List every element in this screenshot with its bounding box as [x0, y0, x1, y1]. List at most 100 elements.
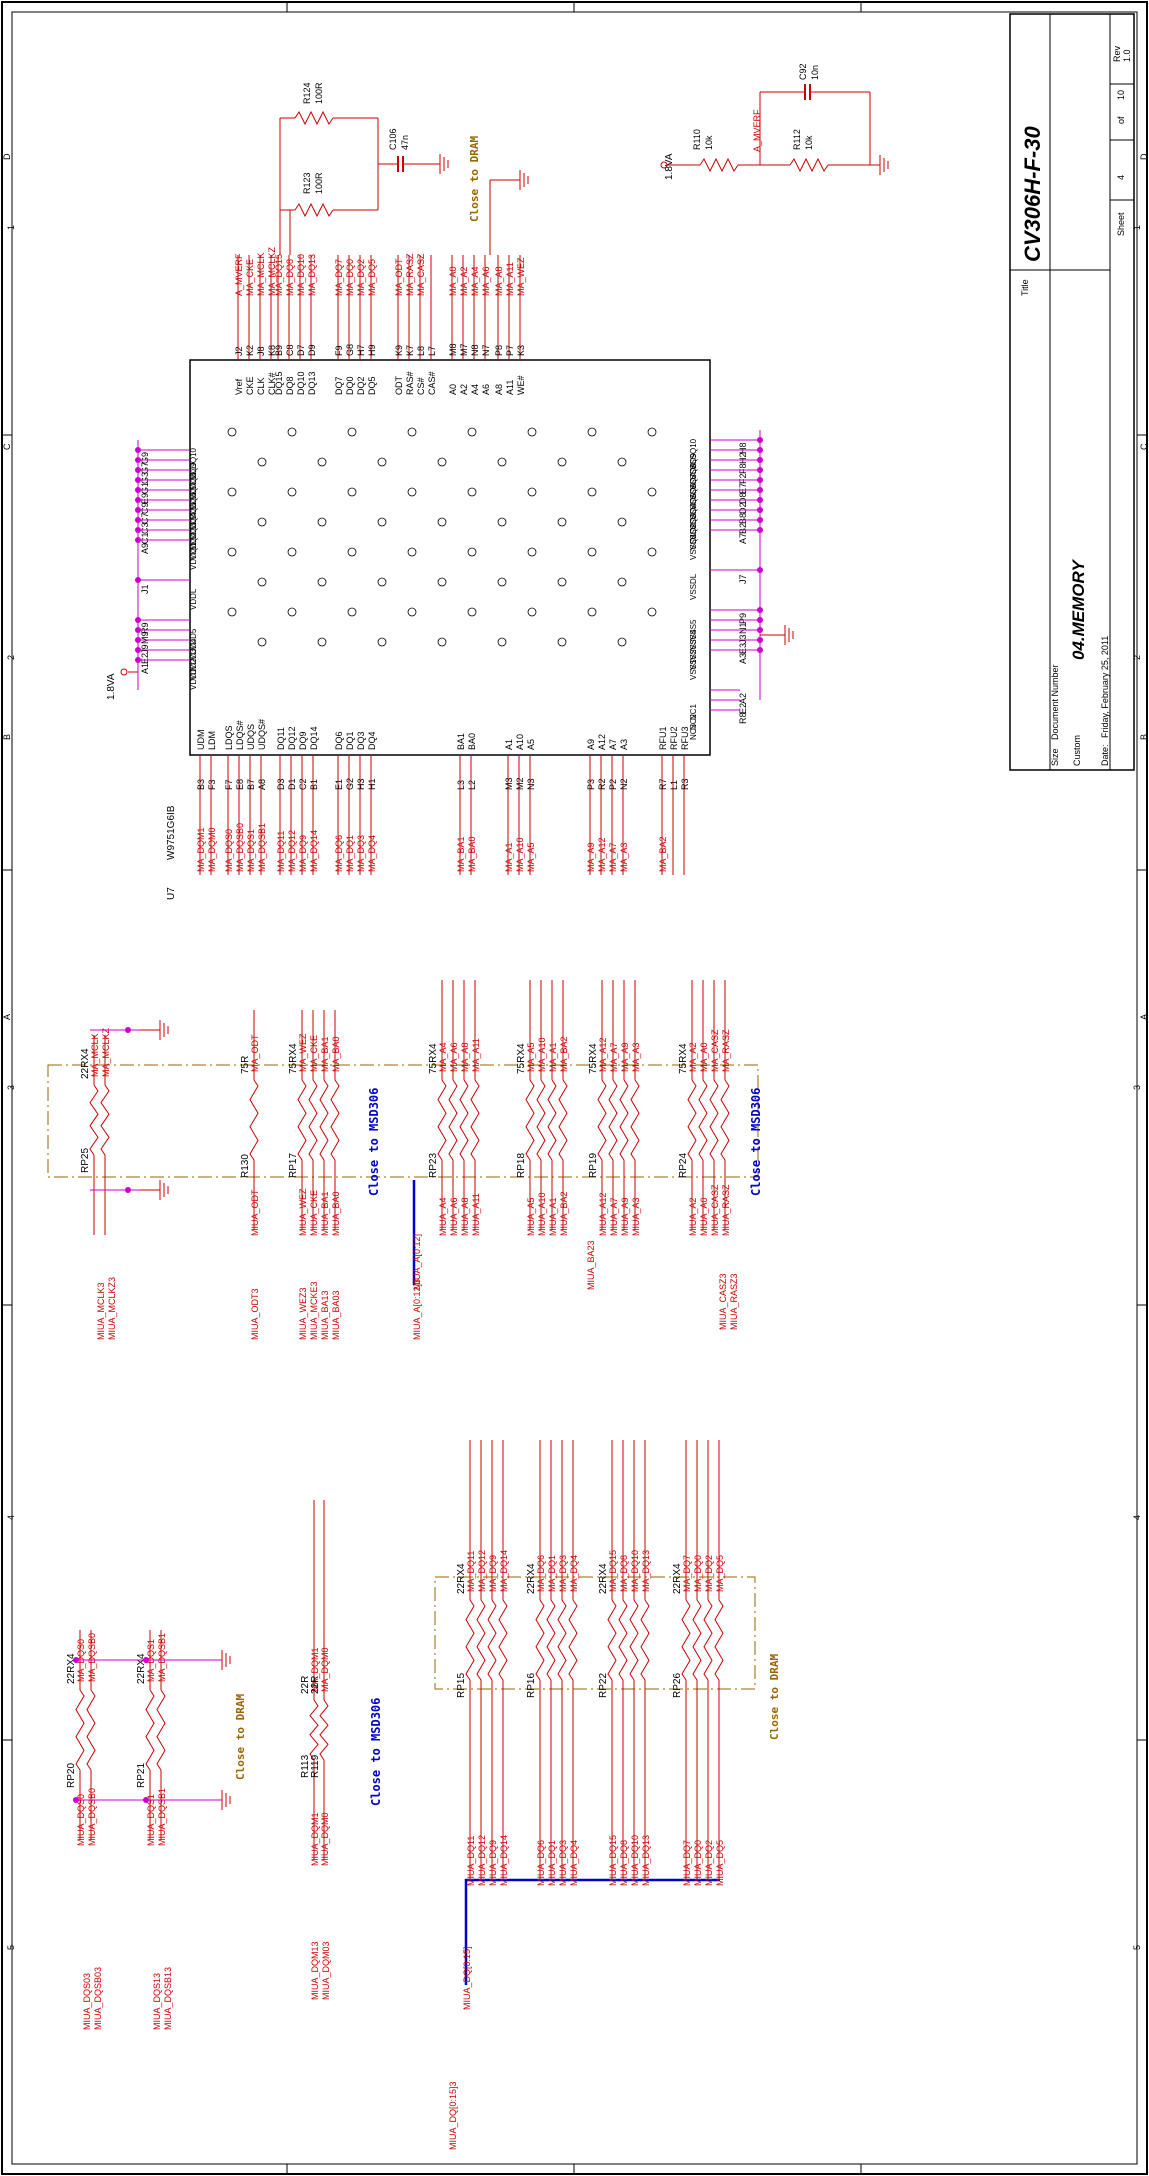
c106-val: 47n	[400, 135, 410, 150]
vss-pin-A7: A7	[738, 533, 748, 544]
dqs-node-3	[73, 1797, 79, 1803]
vss-sig-D8: VSSQ5	[689, 493, 698, 520]
rp23-res-2	[459, 1079, 469, 1161]
pack-ref-r119: R119	[310, 1754, 321, 1778]
dram-bottom-sig-B3: UDM	[196, 730, 206, 751]
dram-top-net-MA_MCLKZ: MA_MCLKZ	[267, 246, 277, 296]
rp25-node-bot	[125, 1187, 131, 1193]
rp15-left-net-MIUA_DQ14: MIUA_DQ14	[499, 1835, 509, 1886]
vdd-sig-J9: VDD3	[189, 648, 198, 670]
ball-6-12	[587, 607, 597, 617]
rp18-left-net-MIUA_A5: MIUA_A5	[526, 1197, 536, 1236]
title-block: Title CV306H-F-30 Size Custom Document N…	[1009, 13, 1135, 771]
rp17-right-net-MA_BA0: MA_BA0	[331, 1036, 341, 1072]
project-title: CV306H-F-30	[1020, 126, 1045, 262]
border-col-A-bottom: A	[1139, 1014, 1149, 1020]
dram-bottom-pin-B7: B7	[246, 779, 256, 790]
dram-bottom-net-MA_DQ9: MA_DQ9	[298, 835, 308, 872]
rp19-left-net-MIUA_A12: MIUA_A12	[598, 1192, 608, 1236]
dram-bottom-sig-G2: DQ1	[345, 731, 355, 750]
rp16-res-0	[535, 1599, 545, 1681]
dram-region-box	[434, 1576, 756, 1690]
dram-top-sig-K3: WE#	[516, 375, 526, 395]
free-labels: Close to MSD306 Close to MSD306 Close to…	[234, 1088, 781, 1806]
border-col-A: A	[2, 1014, 12, 1020]
dram-top-pin-D9: D9	[307, 344, 317, 356]
vss-pin-D2: D2	[738, 502, 748, 514]
vss-sig-E7: VSSQ6	[689, 483, 698, 510]
ball-3-1	[257, 517, 267, 527]
ctl-port-MIUA_WEZ3: MIUA_WEZ3	[298, 1287, 308, 1340]
close-to-dram-note-3: Close to DRAM	[768, 1654, 781, 1740]
vdd-pin-G7: G7	[140, 462, 150, 474]
dram-bottom-pin-L1: L1	[669, 780, 679, 790]
rp19-res-1	[608, 1079, 618, 1161]
r124-val: 100R	[314, 82, 324, 104]
rp17-left-net-MIUA_BA1: MIUA_BA1	[320, 1191, 330, 1236]
dram-bottom-pin-A8: A8	[257, 779, 267, 790]
dram-bottom-net-MA_A3: MA_A3	[619, 842, 629, 872]
of-value: 10	[1116, 90, 1126, 100]
vdd-sig-G9: VDDQ10	[189, 447, 198, 480]
rp15-right-net-MA_DQ14: MA_DQ14	[499, 1550, 509, 1592]
dram-bottom-net-MA_DQ3: MA_DQ3	[356, 835, 366, 872]
vss-sig-D2: VSSQ4	[689, 503, 698, 530]
pack-val-rp26: 22RX4	[672, 1563, 683, 1594]
vss-pin-A3: A3	[738, 653, 748, 664]
nc-pin-R8: R8	[738, 712, 748, 724]
dram-bottom-sig-D1: DQ12	[287, 726, 297, 750]
vdd-pin-G1: G1	[140, 482, 150, 494]
vdd-pin-C3: C3	[140, 522, 150, 534]
dram-bottom-sig-B1: DQ14	[309, 726, 319, 750]
dram-top-net-MA_ODT: MA_ODT	[394, 258, 404, 296]
border-col-B: B	[2, 734, 12, 740]
rp22-right-net-MA_DQ15: MA_DQ15	[608, 1550, 618, 1592]
dram-top-sig-P7: A11	[505, 380, 515, 395]
vdd-pin-R9: R9	[140, 622, 150, 634]
rp25-res-0	[89, 1084, 99, 1156]
date-value: Friday, February 25, 2011	[1100, 636, 1110, 738]
rp21-res-0	[145, 1689, 155, 1771]
rp17-res-0	[297, 1079, 307, 1161]
ball-0-4	[347, 427, 357, 437]
rp24-res-0	[687, 1079, 697, 1161]
cas-port-MIUA_CASZ3: MIUA_CASZ3	[718, 1273, 728, 1330]
border-col-C-bottom: C	[1139, 443, 1149, 450]
vdd-pin-C7: C7	[140, 512, 150, 524]
r130-left-net-MIUA_ODT: MIUA_ODT	[250, 1189, 260, 1236]
r123-val: 100R	[314, 172, 324, 194]
border-col-D: D	[2, 153, 12, 160]
dram-top-pin-P8: P8	[494, 345, 504, 356]
ball-2-14	[647, 487, 657, 497]
dqs0-port-MIUA_DQS03: MIUA_DQS03	[82, 1973, 92, 2030]
dram-bottom-sig-R3: RFU3	[680, 726, 690, 750]
dram-top-sig-F9: DQ7	[334, 376, 344, 395]
dram-top-net-MA_A8: MA_A8	[494, 266, 504, 296]
ball-2-2	[287, 487, 297, 497]
ball-0-8	[467, 427, 477, 437]
dqs-node-1	[73, 1657, 79, 1663]
dram-top-sig-K9: ODT	[394, 376, 404, 396]
rp18-res-3	[558, 1079, 568, 1161]
rp25-res-1	[100, 1084, 110, 1156]
rp26-left-net-MIUA_DQ2: MIUA_DQ2	[704, 1840, 714, 1886]
ball-6-4	[347, 607, 357, 617]
rp15-left-net-MIUA_DQ11: MIUA_DQ11	[466, 1836, 476, 1886]
rev-label: Rev	[1112, 45, 1122, 62]
dram-top-sig-K7: RAS#	[405, 371, 415, 395]
rp24-res-1	[698, 1079, 708, 1161]
dram-bottom-net-MA_DQSB1: MA_DQSB1	[257, 823, 267, 872]
vdd-sig-J1: VDDL	[189, 588, 198, 610]
dram-bottom-sig-E8: LDQS#	[235, 720, 245, 750]
rp23-res-0	[437, 1079, 447, 1161]
rp22-left-net-MIUA_DQ10: MIUA_DQ10	[630, 1835, 640, 1886]
dram-bottom-net-MA_A7: MA_A7	[608, 842, 618, 872]
pack-ref-rp26: RP26	[672, 1673, 683, 1698]
rp20-right-net-MA_DQSB0: MA_DQSB0	[87, 1633, 97, 1682]
vss-pin-F8: F8	[738, 463, 748, 474]
dram-top-net-MA_RASZ: MA_RASZ	[405, 253, 415, 296]
rp24-left-net-MIUA_A0: MIUA_A0	[699, 1197, 709, 1236]
dram-bottom-net-MA_DQS0: MA_DQS0	[224, 829, 234, 872]
